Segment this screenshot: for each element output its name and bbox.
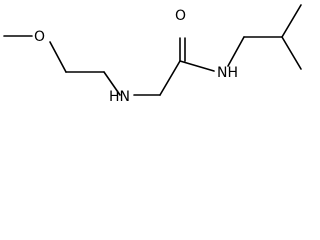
molecule-diagram: O HN O NH [0, 0, 306, 115]
amide-nitrogen-label: NH [217, 65, 238, 81]
bond-branch-upper-methyl [281, 4, 302, 38]
bond-branch-lower-methyl [281, 36, 302, 70]
bond-carbonyl-carbon-amide-nitrogen [179, 60, 215, 72]
bond-ch2-amine-nitrogen [103, 71, 121, 96]
molecule-structure-svg: O HN O NH [3, 4, 302, 105]
bond-amide-nitrogen-ch2 [227, 36, 245, 67]
amine-nitrogen-label: HN [109, 89, 130, 105]
bond-methoxy-oxygen-ch2 [49, 41, 67, 73]
carbonyl-oxygen-label: O [175, 8, 186, 24]
bond-ch2-carbonyl-carbon [159, 60, 181, 96]
methoxy-oxygen-label: O [34, 29, 45, 45]
